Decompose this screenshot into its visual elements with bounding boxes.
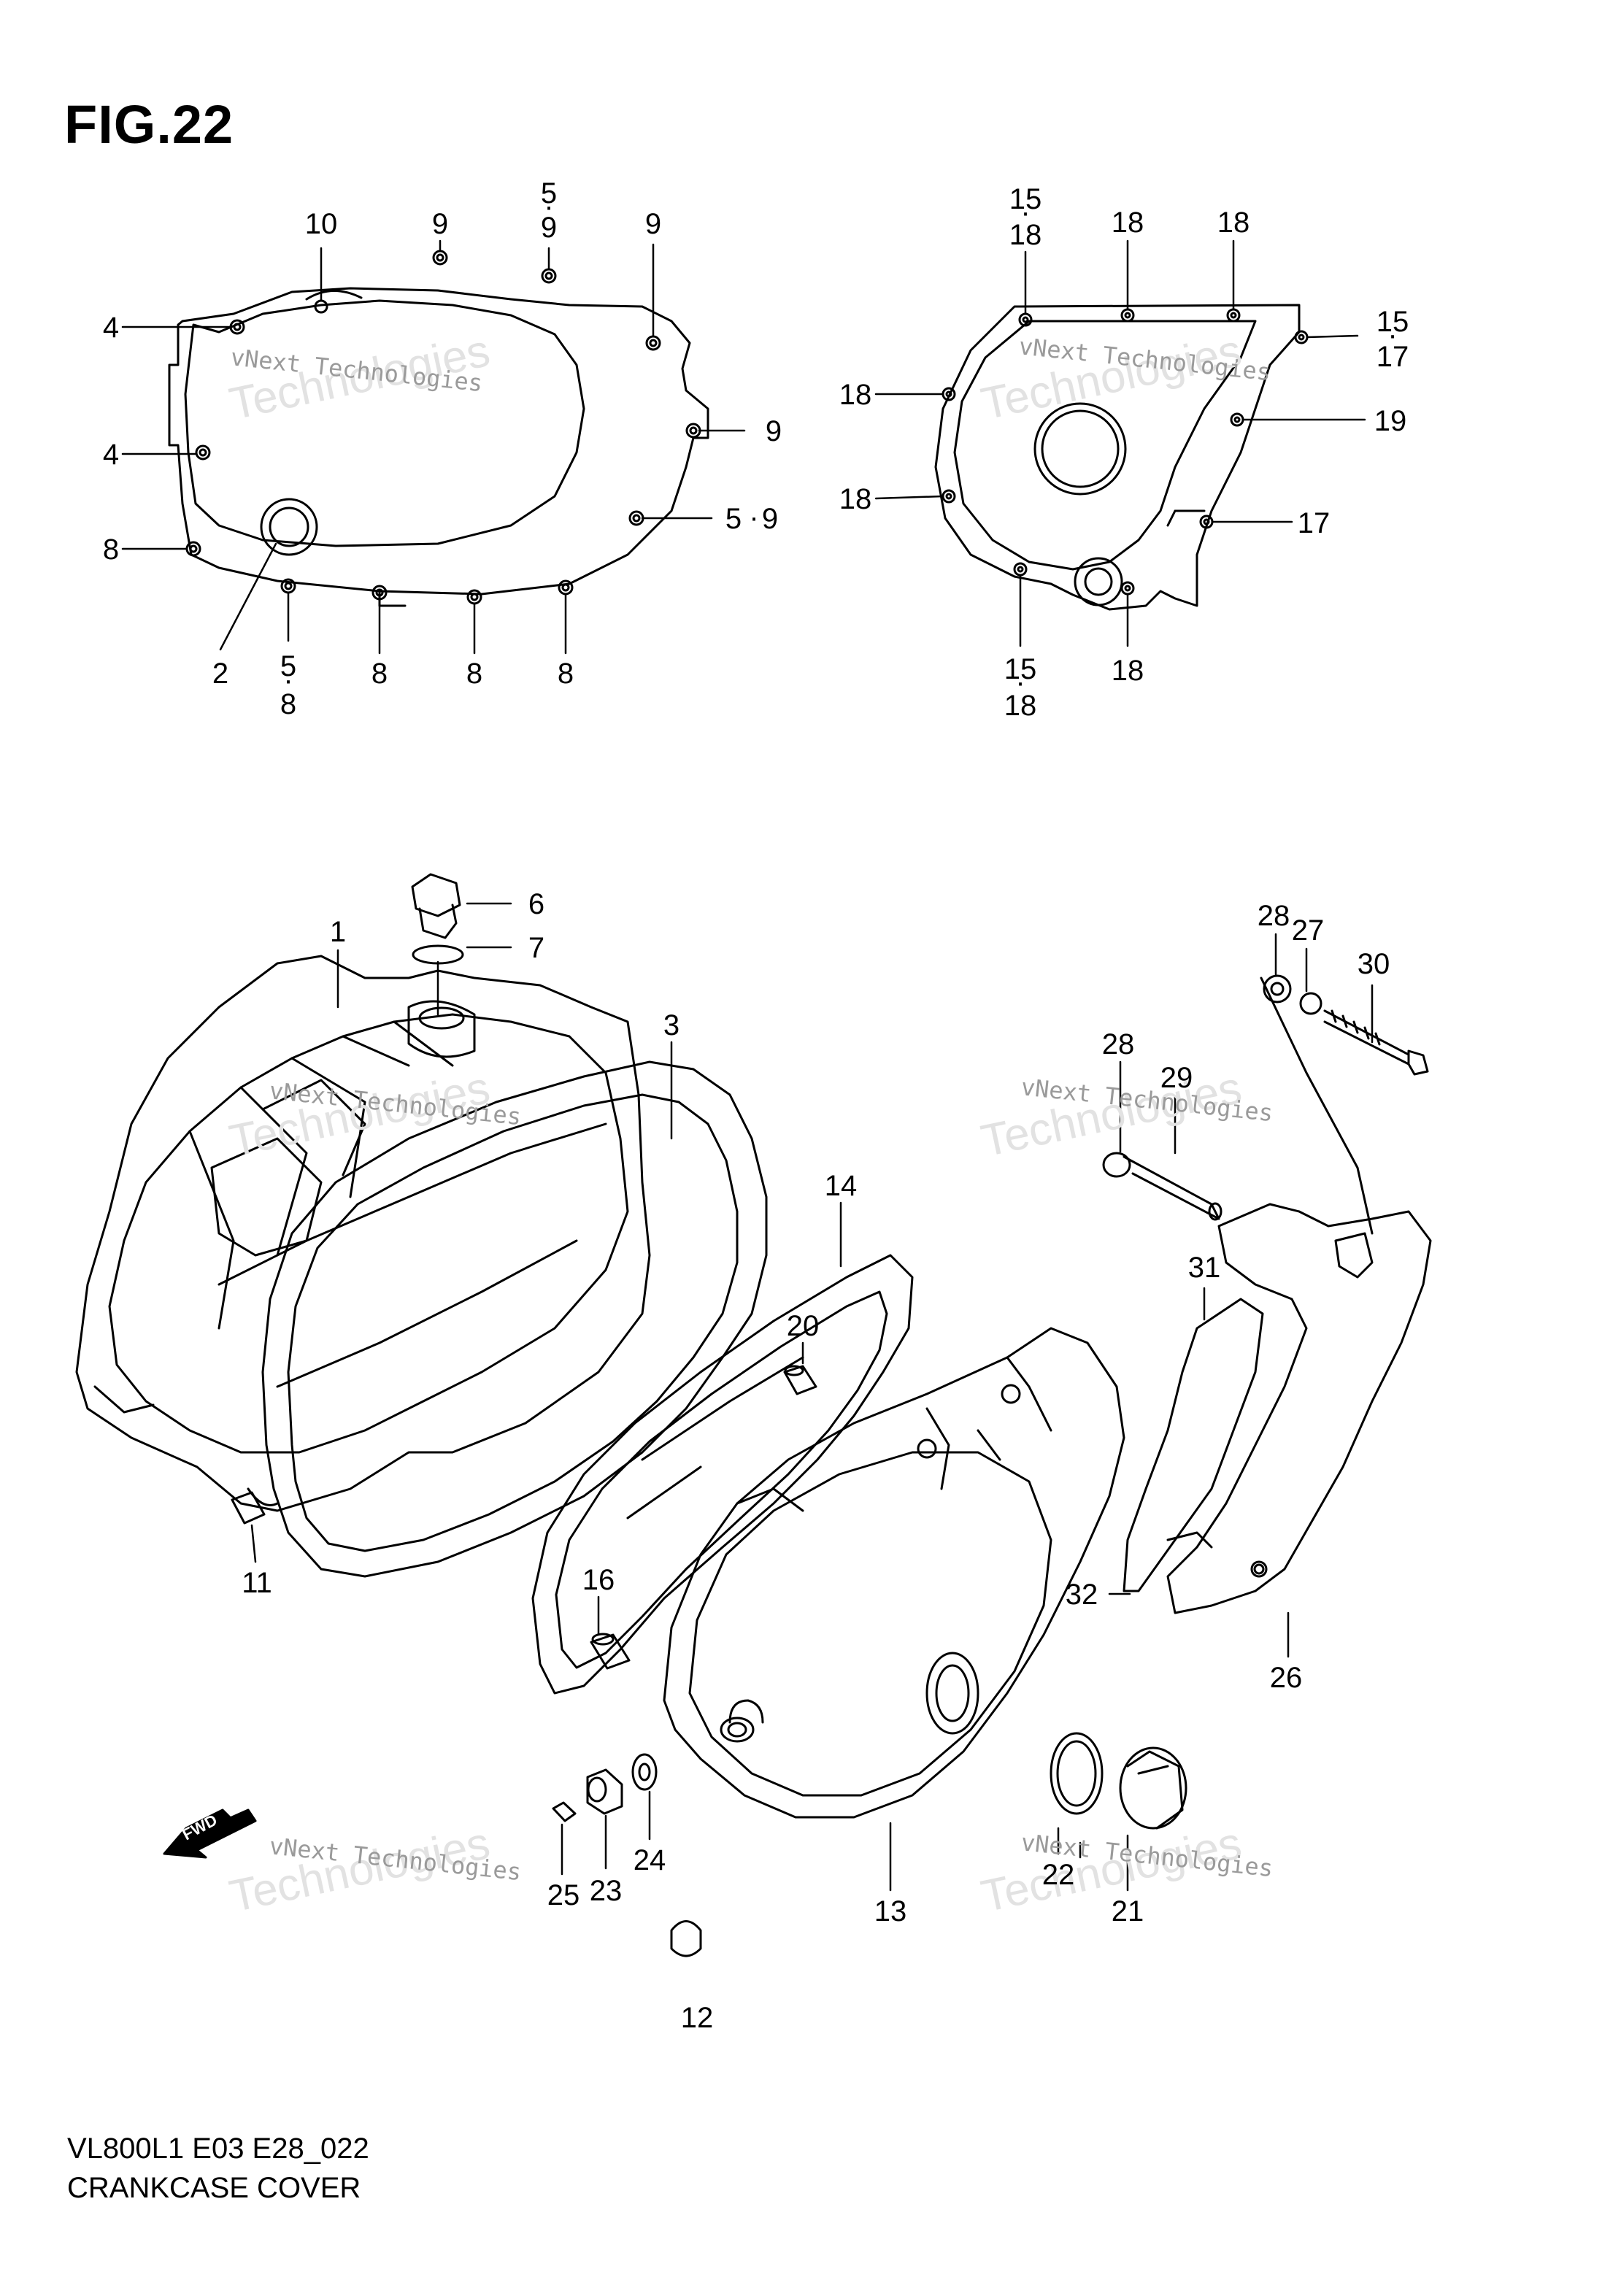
callout-6: 6 bbox=[528, 888, 544, 920]
part-14-gasket bbox=[531, 1254, 914, 1695]
part-13-generator-cover bbox=[663, 1327, 1125, 1819]
leader-lines-top-left bbox=[121, 239, 746, 655]
callout-labels: 10 9 5 · 9 9 9 5 · 9 4 4 8 2 5 · 8 8 8 8… bbox=[103, 177, 1409, 2034]
dowel-pins bbox=[231, 1365, 817, 1670]
callout-8: 8 bbox=[466, 658, 482, 690]
callout-23: 23 bbox=[590, 1875, 623, 1907]
callout-9: 9 bbox=[645, 208, 661, 240]
callout-9: 9 bbox=[766, 415, 782, 447]
watermark-group: Technologies vNext Technologies Technolo… bbox=[226, 325, 1274, 1922]
generator-cover-outline-view bbox=[934, 304, 1309, 611]
parts-12-23-24-25-plugs bbox=[552, 1753, 702, 1957]
callout-30: 30 bbox=[1358, 948, 1390, 980]
parts-27-28-29-30-fasteners bbox=[1102, 974, 1429, 1235]
callout-2: 2 bbox=[212, 658, 228, 690]
callout-18: 18 bbox=[1112, 207, 1144, 239]
callout-13: 13 bbox=[874, 1895, 907, 1927]
callout-8: 8 bbox=[280, 688, 296, 720]
callout-dot: · bbox=[283, 664, 293, 696]
part-21-22-plug-oring bbox=[1050, 1732, 1187, 1830]
callout-5: 5 bbox=[280, 650, 296, 682]
callout-dot: · bbox=[544, 190, 553, 223]
callout-28: 28 bbox=[1102, 1028, 1135, 1060]
callout-1: 1 bbox=[330, 916, 346, 948]
callout-17: 17 bbox=[1376, 341, 1409, 373]
callout-20: 20 bbox=[787, 1310, 820, 1342]
callout-18: 18 bbox=[839, 483, 872, 515]
part-26-outer-cover bbox=[1166, 1203, 1432, 1614]
fwd-arrow-icon bbox=[163, 1808, 257, 1859]
leader-lines-bottom bbox=[250, 902, 1374, 1892]
callout-dot: · bbox=[1015, 666, 1025, 698]
callout-8: 8 bbox=[371, 658, 388, 690]
callout-7: 7 bbox=[528, 932, 544, 964]
callout-3: 3 bbox=[663, 1009, 679, 1041]
part-3-gasket bbox=[261, 1060, 768, 1578]
callout-21: 21 bbox=[1112, 1895, 1144, 1927]
figure-title: FIG.22 bbox=[64, 94, 234, 155]
callout-17: 17 bbox=[1298, 507, 1331, 539]
leader-lines-top-right bbox=[874, 239, 1366, 647]
callout-22: 22 bbox=[1042, 1859, 1075, 1891]
callout-27: 27 bbox=[1292, 914, 1325, 947]
callout-dot: · bbox=[1387, 319, 1397, 351]
callout-5: 5 bbox=[725, 503, 742, 535]
callout-15: 15 bbox=[1376, 306, 1409, 338]
callout-18: 18 bbox=[1217, 207, 1250, 239]
callout-16: 16 bbox=[582, 1564, 615, 1596]
part-1-crankcase-cover bbox=[75, 955, 651, 1512]
callout-14: 14 bbox=[825, 1170, 858, 1202]
callout-28: 28 bbox=[1258, 900, 1290, 932]
callout-9: 9 bbox=[541, 212, 557, 244]
callout-18: 18 bbox=[1009, 219, 1042, 251]
callout-5: 5 bbox=[541, 177, 557, 209]
model-code: VL800L1 E03 E28_022 bbox=[67, 2133, 369, 2165]
callout-dot: · bbox=[749, 501, 758, 533]
callout-11: 11 bbox=[242, 1567, 272, 1599]
callout-29: 29 bbox=[1160, 1062, 1193, 1094]
callout-15: 15 bbox=[1004, 653, 1037, 685]
callout-18: 18 bbox=[839, 379, 872, 411]
parts-6-7-oil-cap bbox=[411, 873, 464, 965]
callout-4: 4 bbox=[103, 312, 119, 344]
callout-dot: · bbox=[1020, 196, 1030, 228]
callout-18: 18 bbox=[1112, 655, 1144, 687]
callout-8: 8 bbox=[558, 658, 574, 690]
callout-9: 9 bbox=[762, 503, 778, 535]
callout-10: 10 bbox=[305, 208, 338, 240]
callout-24: 24 bbox=[634, 1844, 666, 1876]
callout-12: 12 bbox=[681, 2002, 714, 2034]
callout-19: 19 bbox=[1374, 405, 1407, 437]
callout-8: 8 bbox=[103, 533, 119, 566]
callout-31: 31 bbox=[1188, 1252, 1221, 1284]
diagram-name: CRANKCASE COVER bbox=[67, 2172, 361, 2204]
callout-32: 32 bbox=[1066, 1579, 1098, 1611]
part-31-inner-bracket bbox=[1123, 1298, 1265, 1592]
clutch-cover-outline-view bbox=[168, 250, 709, 607]
callout-4: 4 bbox=[103, 439, 119, 471]
callout-25: 25 bbox=[547, 1879, 580, 1911]
callout-18: 18 bbox=[1004, 690, 1037, 722]
callout-9: 9 bbox=[432, 208, 448, 240]
callout-26: 26 bbox=[1270, 1662, 1303, 1694]
callout-15: 15 bbox=[1009, 183, 1042, 215]
